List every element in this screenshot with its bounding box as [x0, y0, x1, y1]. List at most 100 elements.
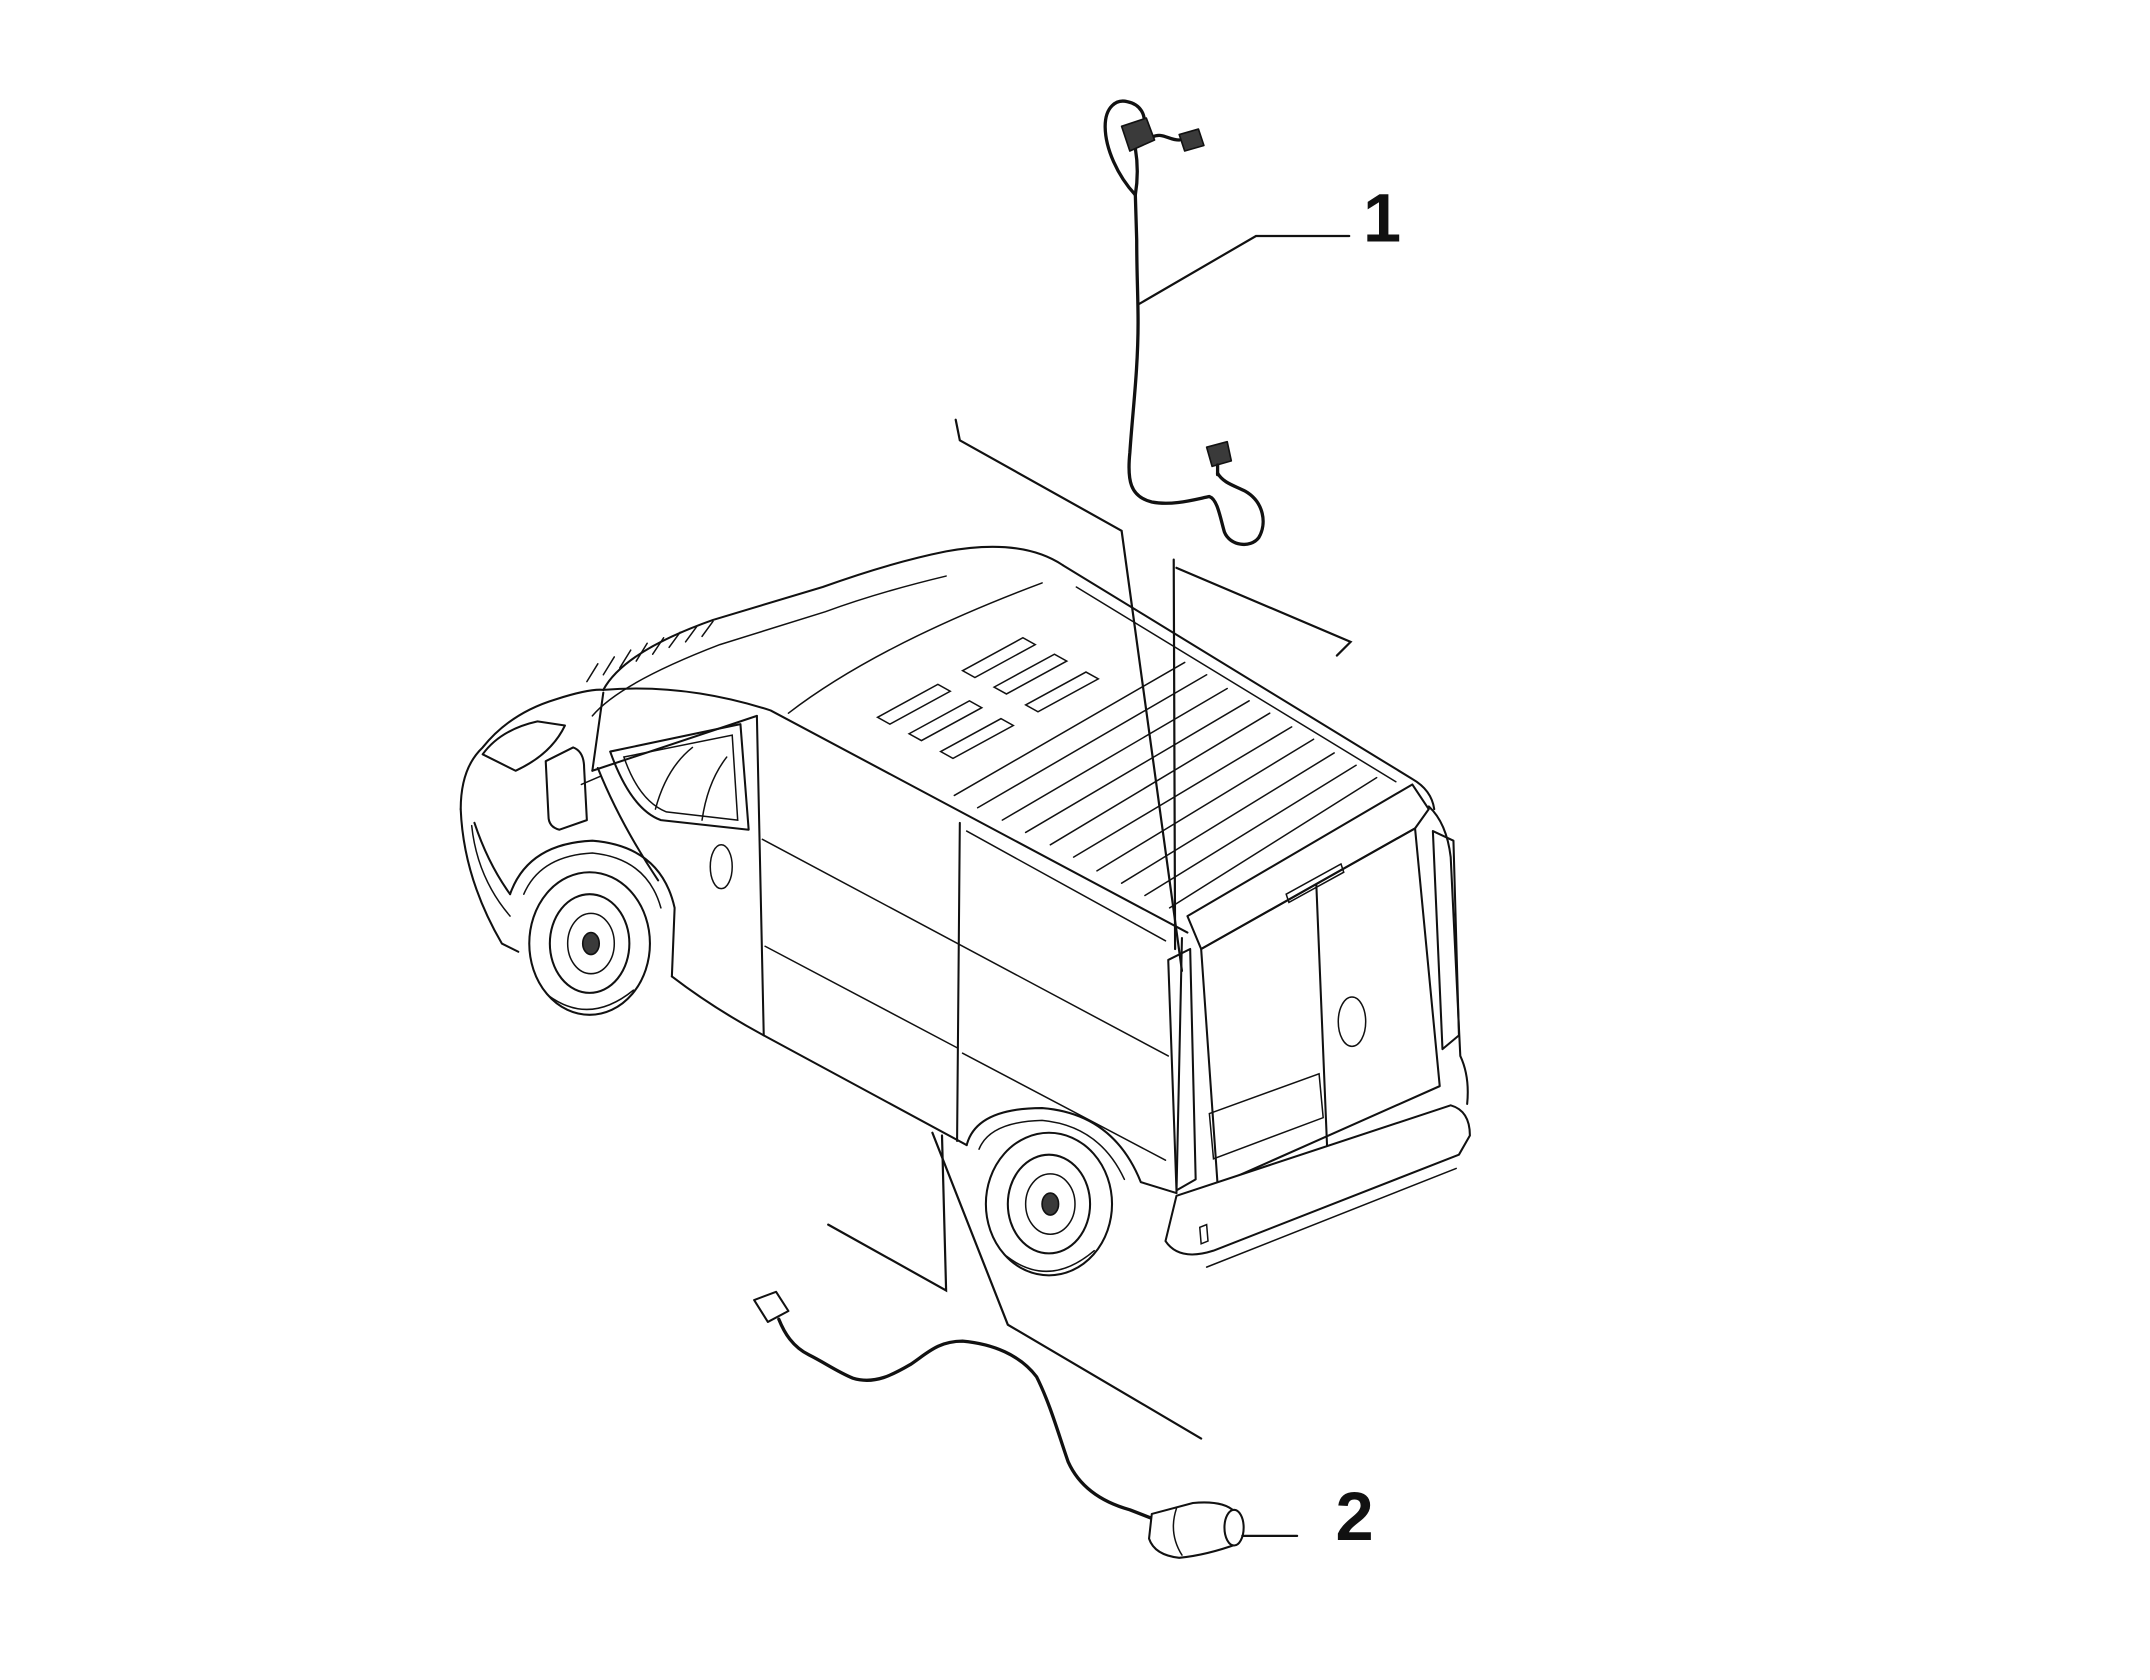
harness-2-wire	[777, 1317, 1157, 1522]
roof-rib	[1120, 752, 1335, 884]
roof-rib	[953, 661, 1186, 797]
side-lower-line	[764, 945, 958, 1049]
side-window	[609, 723, 750, 831]
front-wheel-arch	[509, 839, 676, 978]
hood	[459, 688, 605, 811]
vent-slit	[619, 649, 632, 669]
front-fender	[473, 821, 512, 896]
wiring-harness-2	[753, 1290, 1245, 1559]
roof-rail-front	[787, 582, 1043, 714]
rear-spoiler	[1186, 783, 1430, 951]
rear-arch-inner	[978, 1119, 1126, 1181]
roof-right-edge	[1061, 564, 1436, 811]
harness-2-grommet-rib	[1172, 1507, 1183, 1556]
harness-2-grommet	[1148, 1501, 1238, 1559]
roof-rib	[1144, 764, 1357, 897]
front-door	[591, 714, 758, 882]
position-line-lower-bracket	[827, 1134, 948, 1293]
harness-1-connector-a	[1120, 117, 1156, 152]
vent-slit	[668, 631, 681, 649]
front-bumper	[459, 808, 520, 953]
front-rim	[548, 893, 631, 994]
position-lines	[827, 418, 1353, 1440]
a-pillar	[591, 691, 605, 772]
sliding-door-track	[965, 830, 1167, 942]
roof-rib	[1001, 687, 1228, 821]
front-tire-tread	[547, 989, 635, 1011]
rear-doors	[1164, 805, 1471, 1268]
front-wheel	[528, 871, 651, 1016]
b-pillar	[755, 714, 765, 1037]
vent-slit	[602, 656, 616, 676]
roof-rib	[1072, 726, 1293, 858]
van	[459, 545, 1471, 1277]
door-emblem	[709, 844, 733, 890]
roof	[586, 545, 1436, 934]
roof-panel	[960, 636, 1037, 679]
cab	[459, 688, 758, 978]
front-rim-inner	[566, 912, 616, 975]
rear-hub	[1041, 1192, 1060, 1216]
roof-left-edge	[602, 687, 1189, 934]
license-plate-recess	[1208, 1072, 1324, 1160]
harness-1-trunk	[1127, 193, 1265, 547]
roof-panel	[939, 717, 1015, 760]
rear-bumper-lower	[1205, 1167, 1457, 1268]
rear-door-outline	[1200, 827, 1441, 1186]
callout-2-label[interactable]: 2	[1336, 1478, 1374, 1555]
fairing-vents	[586, 620, 714, 683]
roof-rib	[1024, 700, 1250, 834]
roof-ribs	[953, 661, 1378, 909]
vent-slit	[701, 620, 714, 638]
roof-panel	[875, 683, 952, 725]
rear-rim	[1006, 1153, 1092, 1255]
fairing-lower-edge	[591, 575, 947, 717]
mirror-arm	[580, 775, 602, 786]
front-hub	[581, 931, 601, 956]
roof-panel	[907, 699, 984, 742]
side-panel-rear-edge	[1175, 937, 1183, 1195]
cargo-side-panel	[670, 714, 1183, 1195]
harness-2-grommet-end	[1223, 1508, 1245, 1547]
side-window-inner	[622, 734, 739, 821]
position-line-rear-bracket	[1175, 566, 1353, 657]
vent-slit	[586, 663, 599, 683]
harness-1-connector-b	[1178, 128, 1205, 152]
harness-2-connector	[753, 1290, 790, 1323]
headlight	[481, 720, 566, 772]
roof-rib	[976, 674, 1208, 809]
roof-rail-right	[1075, 586, 1397, 783]
seat-outline	[654, 746, 728, 821]
rear-rim-inner	[1024, 1173, 1076, 1235]
side-rub-strip	[961, 1052, 1167, 1161]
rear-tire-tread	[1005, 1249, 1095, 1273]
side-sill	[670, 975, 968, 1147]
vent-slit	[651, 636, 665, 655]
callout-2: 2	[1241, 1478, 1374, 1555]
callout-1-leader	[1136, 234, 1351, 306]
vent-slit	[635, 642, 648, 662]
roof-stamped-panels	[875, 636, 1100, 760]
roof-rib	[1049, 712, 1271, 846]
side-belt-line	[761, 838, 1169, 1057]
sliding-door-edge	[956, 821, 961, 1143]
roof-panel	[992, 653, 1069, 695]
side-mirror	[544, 746, 588, 831]
vent-slit	[684, 626, 698, 643]
position-line-lower-diagonal	[931, 1131, 1203, 1440]
position-line-roof-left	[954, 418, 1184, 973]
rear-right-corner	[1427, 805, 1469, 1105]
rear-door-split	[1315, 883, 1329, 1153]
roof-panel	[1024, 671, 1100, 713]
rear-right-light	[1431, 830, 1460, 1051]
roof-rib	[1096, 738, 1315, 872]
rear-wheel	[984, 1131, 1114, 1277]
front-arch-inner	[523, 852, 662, 909]
bumper-reflector	[1198, 1223, 1209, 1245]
callout-1-label[interactable]: 1	[1363, 179, 1401, 256]
rear-wheel-arch	[965, 1107, 1178, 1195]
position-line-rear-vertical	[1172, 558, 1177, 951]
harness-1-loop	[1103, 99, 1146, 197]
harness-1-connector-c	[1205, 440, 1233, 468]
